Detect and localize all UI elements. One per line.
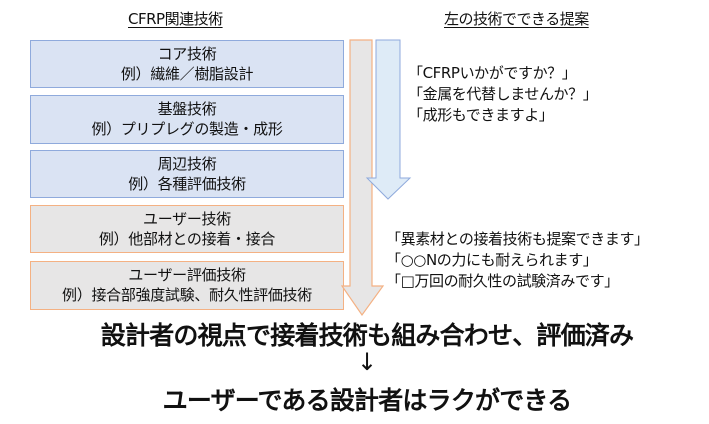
down-arrow-icon: ↓ xyxy=(357,348,378,376)
proposal-item: 「金属を代替しませんか？」 xyxy=(408,85,598,103)
proposal-item: 「○○Nの力にも耐えられます」 xyxy=(386,251,598,269)
conclusion-line-2: ユーザーである設計者はラクができる xyxy=(162,386,572,415)
box-example: 例）他部材との接着・接合 xyxy=(98,230,276,248)
box-title: コア技術 xyxy=(157,45,217,63)
box-title: ユーザー評価技術 xyxy=(128,266,246,284)
box-title: 周辺技術 xyxy=(157,155,217,173)
proposal-item: 「異素材との接着技術も提案できます」 xyxy=(386,230,649,248)
box-user-eval-tech: ユーザー評価技術 例）接合部強度試験、耐久性評価技術 xyxy=(30,261,344,310)
box-example: 例）各種評価技術 xyxy=(128,175,246,193)
box-example: 例）接合部強度試験、耐久性評価技術 xyxy=(62,286,312,304)
proposals-cfrp: 「CFRPいかがですか？」 「金属を代替しませんか？」 「成形もできますよ」 xyxy=(408,63,598,126)
box-core-tech: コア技術 例）繊維／樹脂設計 xyxy=(30,40,344,88)
box-title: 基盤技術 xyxy=(157,100,217,118)
orange-down-arrow-icon xyxy=(340,39,385,317)
box-example: 例）繊維／樹脂設計 xyxy=(120,65,254,83)
header-cfrp-related-tech: CFRP関連技術 xyxy=(128,10,223,28)
box-base-tech: 基盤技術 例）プリプレグの製造・成形 xyxy=(30,95,344,144)
proposal-item: 「CFRPいかがですか？」 xyxy=(408,64,577,82)
box-title: ユーザー技術 xyxy=(143,210,231,228)
proposals-user: 「異素材との接着技術も提案できます」 「○○Nの力にも耐えられます」 「□万回の… xyxy=(386,229,649,292)
conclusion-line-1: 設計者の視点で接着技術も組み合わせ、評価済み xyxy=(100,321,634,350)
proposal-item: 「□万回の耐久性の試験済みです」 xyxy=(386,272,619,290)
header-proposals: 左の技術でできる提案 xyxy=(444,10,589,28)
box-user-tech: ユーザー技術 例）他部材との接着・接合 xyxy=(30,205,344,253)
box-peripheral-tech: 周辺技術 例）各種評価技術 xyxy=(30,150,344,198)
proposal-item: 「成形もできますよ」 xyxy=(408,106,554,124)
blue-down-arrow-icon xyxy=(365,39,412,200)
box-example: 例）プリプレグの製造・成形 xyxy=(91,120,283,138)
